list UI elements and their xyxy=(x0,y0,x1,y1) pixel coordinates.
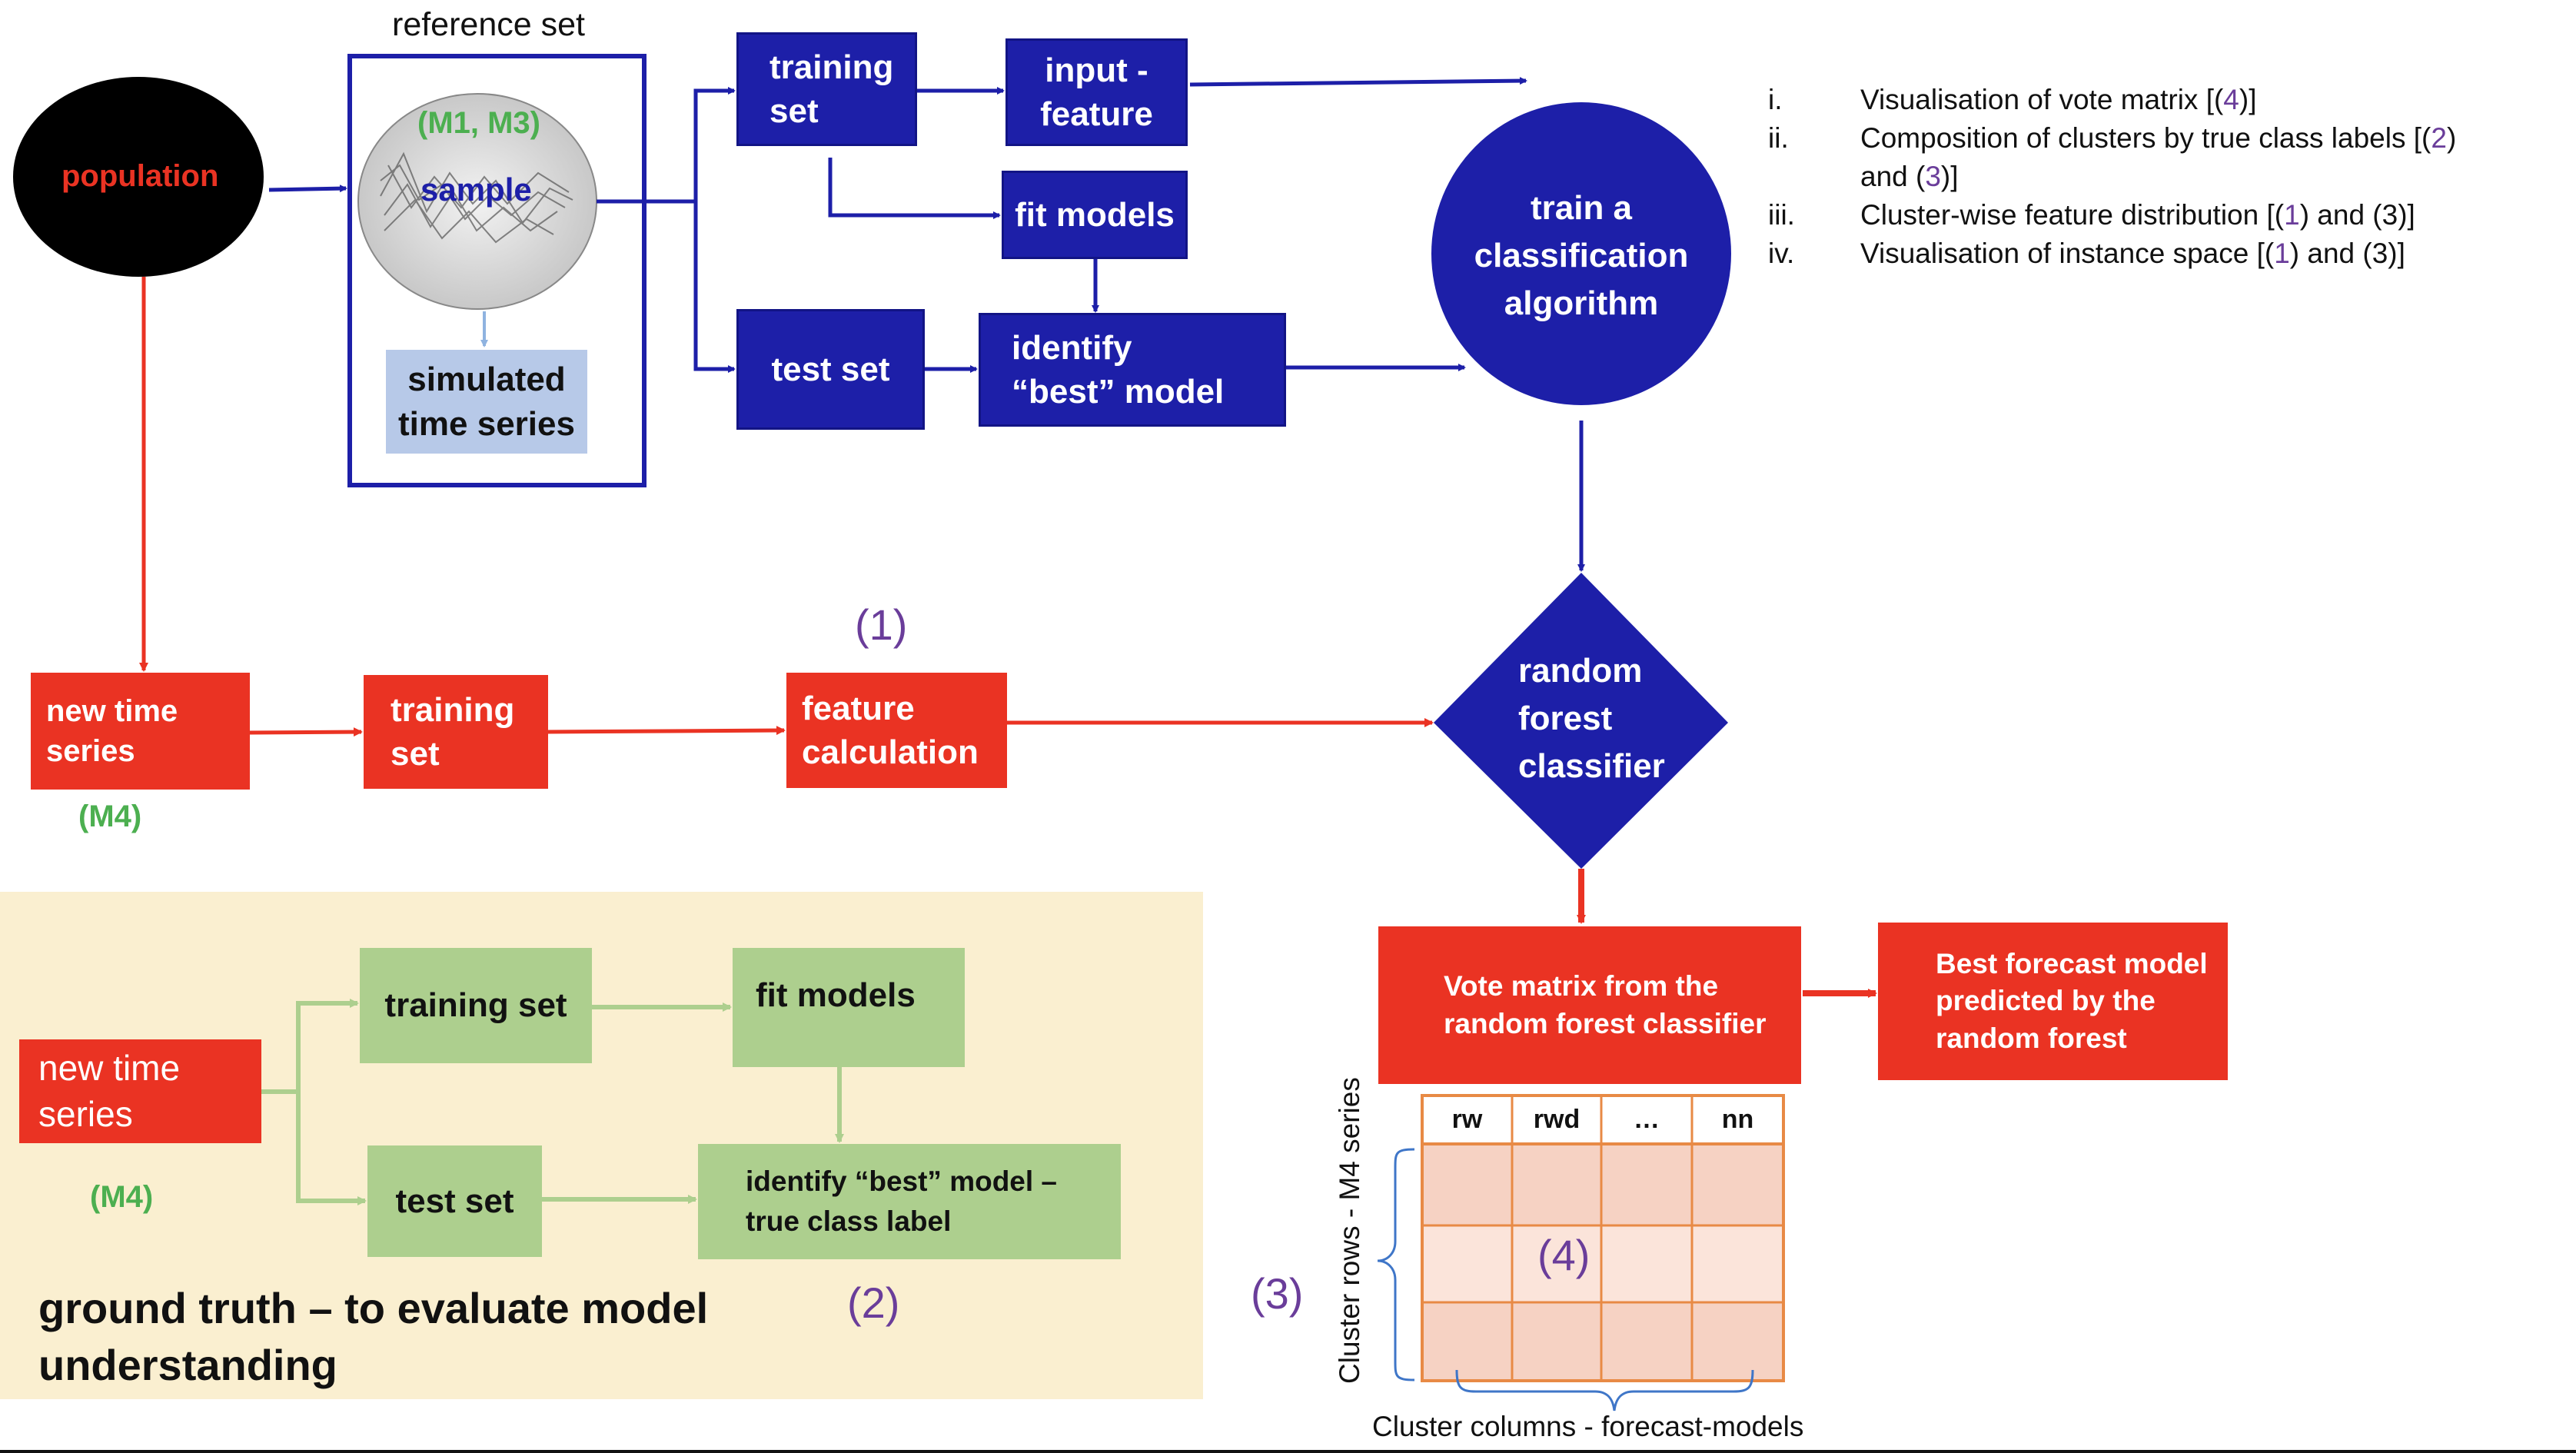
gt-fit-models-box: fit models xyxy=(733,948,965,1067)
best-forecast-label: Best forecast model predicted by the ran… xyxy=(1936,948,2208,1054)
cluster-rows-label: Cluster rows - M4 series xyxy=(1334,1077,1365,1384)
reference-set-label: reference set xyxy=(392,6,585,43)
feature-calculation-label: feature calculation xyxy=(802,689,979,771)
matrix-header-rw: rw xyxy=(1451,1105,1483,1134)
input-feature-label: input - feature xyxy=(1040,51,1153,133)
feature-calculation-box: feature calculation xyxy=(786,673,1007,788)
vote-matrix-label: Vote matrix from the random forest class… xyxy=(1444,970,1767,1039)
note-item: i.Visualisation of vote matrix [(4)] xyxy=(1768,84,2257,115)
gt-new-time-series-label: new time series xyxy=(38,1047,181,1134)
reference-set-frame xyxy=(347,54,646,487)
num-3-label: (3) xyxy=(1251,1269,1304,1318)
sample-lines-icon xyxy=(380,151,573,244)
notes-list: i.Visualisation of vote matrix [(4)] ii.… xyxy=(1768,81,2456,273)
note-item: iii.Cluster-wise feature distribution [(… xyxy=(1768,199,2415,231)
vote-matrix-box: Vote matrix from the random forest class… xyxy=(1378,926,1801,1084)
gt-fit-models-label: fit models xyxy=(756,976,916,1014)
note-item: and (3)] xyxy=(1860,161,1959,192)
fit-models-label-top: fit models xyxy=(1015,195,1175,234)
train-classifier-label: train a classification algorithm xyxy=(1474,189,1689,322)
m4-label-mid: (M4) xyxy=(78,800,142,833)
population-label: population xyxy=(61,159,219,193)
gt-test-set-box: test set xyxy=(367,1145,542,1257)
fit-models-box-top: fit models xyxy=(1002,171,1188,259)
identify-best-model-box-top: identify “best” model xyxy=(979,313,1286,427)
best-forecast-box: Best forecast model predicted by the ran… xyxy=(1878,923,2228,1080)
simulated-time-series-label: simulated time series xyxy=(398,361,575,443)
identify-best-model-label-top: identify “best” model xyxy=(1012,328,1225,411)
test-set-label-top: test set xyxy=(771,350,890,388)
vote-matrix-grid xyxy=(1421,1094,1785,1382)
column-brace-icon xyxy=(1455,1369,1754,1411)
gt-identify-best-model-label: identify “best” model – true class label xyxy=(746,1165,1058,1237)
matrix-header-nn: nn xyxy=(1721,1105,1754,1134)
simulated-time-series-box: simulated time series xyxy=(386,350,587,454)
train-classifier-node xyxy=(1431,102,1731,405)
num-4-label: (4) xyxy=(1537,1231,1590,1279)
gt-new-time-series-box: new time series xyxy=(19,1039,261,1143)
gt-training-set-box: training set xyxy=(360,948,592,1063)
random-forest-node xyxy=(1434,573,1728,869)
gt-identify-best-model-box: identify “best” model – true class label xyxy=(698,1144,1121,1259)
cluster-columns-label: Cluster columns - forecast-models xyxy=(1372,1411,1804,1442)
m1-m3-label: (M1, M3) xyxy=(417,106,540,140)
training-set-box-mid: training set xyxy=(364,675,548,789)
matrix-header-rwd: rwd xyxy=(1533,1105,1581,1134)
ground-truth-caption: ground truth – to evaluate model underst… xyxy=(38,1284,709,1389)
input-feature-box: input - feature xyxy=(1005,38,1188,146)
random-forest-label: random forest classifier xyxy=(1518,652,1665,785)
note-item: iv.Visualisation of instance space [(1) … xyxy=(1768,238,2405,269)
population-node xyxy=(13,77,264,277)
new-time-series-label-mid: new time series xyxy=(46,694,178,768)
training-set-label-top: training set xyxy=(769,48,894,130)
num-1-label: (1) xyxy=(855,600,908,649)
matrix-header-ellipsis: … xyxy=(1634,1105,1660,1134)
test-set-box-top: test set xyxy=(736,309,925,430)
row-brace-icon xyxy=(1377,1148,1415,1382)
num-2-label: (2) xyxy=(847,1278,900,1327)
sample-label: sample xyxy=(420,171,532,208)
gt-test-set-label: test set xyxy=(395,1182,514,1220)
gt-training-set-label: training set xyxy=(384,986,567,1025)
training-set-box-top: training set xyxy=(736,32,917,146)
new-time-series-box-mid: new time series xyxy=(31,673,250,790)
gt-m4-label: (M4) xyxy=(90,1180,154,1214)
training-set-label-mid: training set xyxy=(391,690,515,773)
note-item: ii.Composition of clusters by true class… xyxy=(1768,122,2457,154)
